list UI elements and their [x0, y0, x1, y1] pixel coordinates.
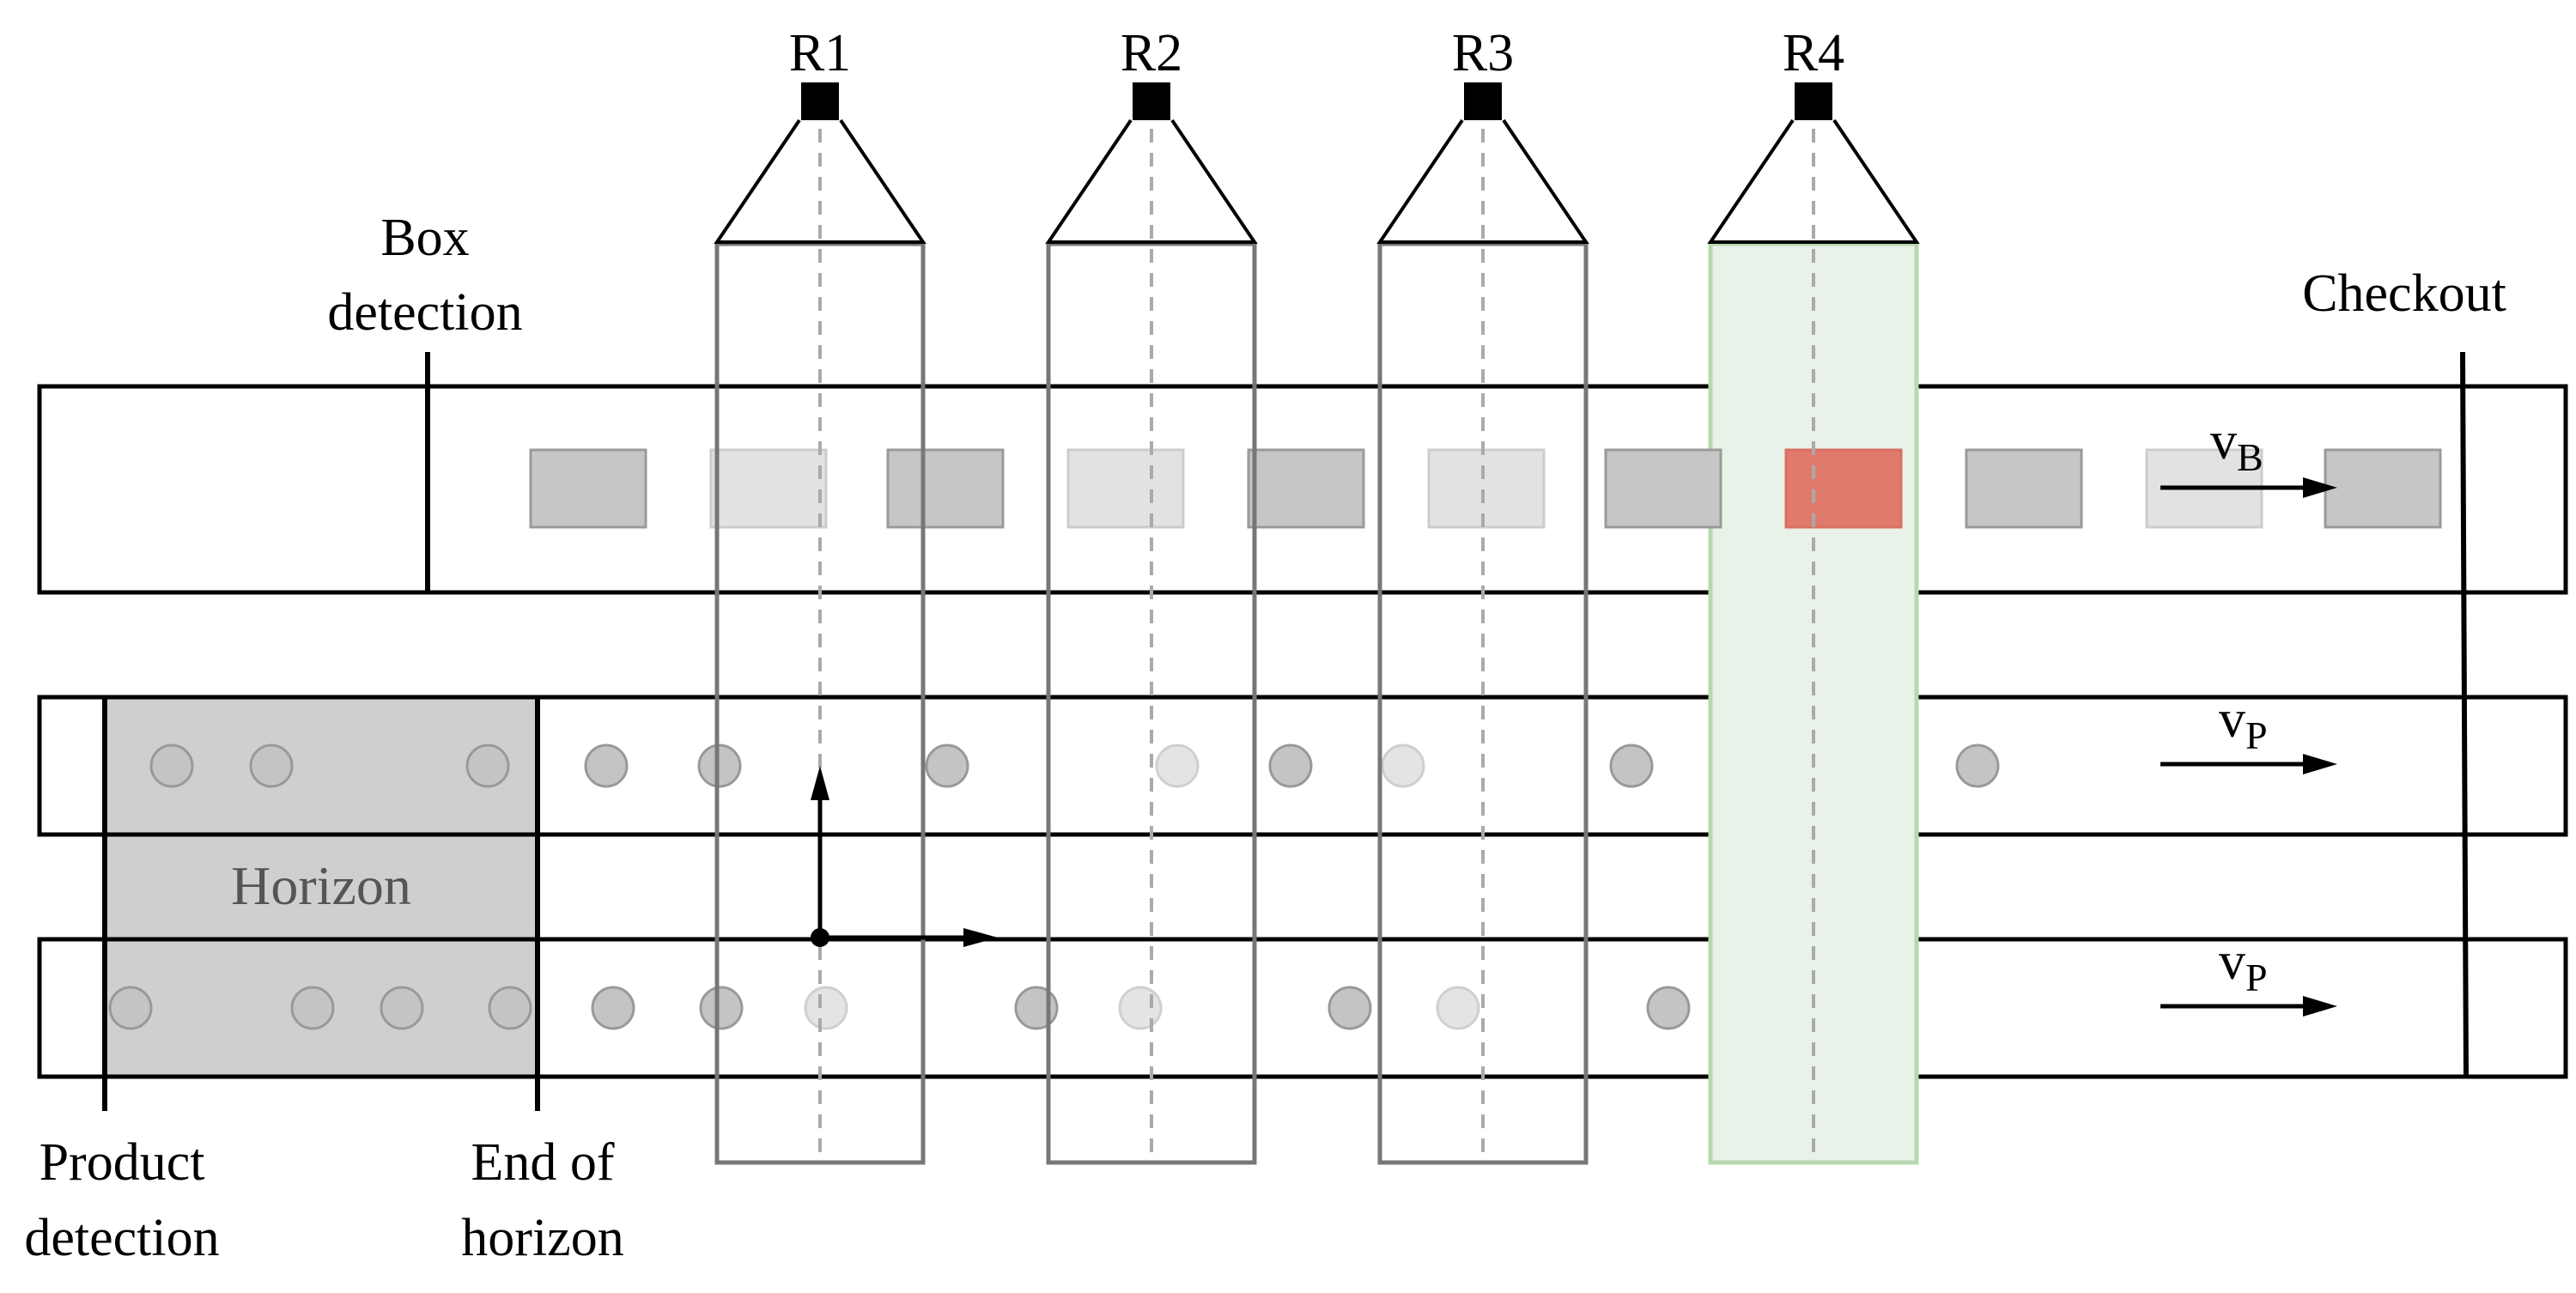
coordinate-axes [811, 766, 998, 947]
product [1268, 744, 1313, 788]
checkout-line [2460, 351, 2469, 1079]
product-bottom-velocity-subscript: P [2245, 956, 2268, 999]
product-conveyor-top [37, 695, 2568, 837]
robot-label: R2 [1121, 24, 1182, 82]
robot-reach-cone [1707, 118, 1920, 244]
product [1609, 744, 1654, 788]
robot-head [1133, 82, 1170, 120]
product-top-velocity-base: v [2219, 690, 2245, 749]
box-velocity-arrowhead [2303, 477, 2337, 498]
robot-label: R4 [1783, 24, 1844, 82]
robot-head [801, 82, 839, 120]
robot-label: R1 [789, 24, 851, 82]
boundary-lines [102, 351, 2469, 1111]
robot-r2: R2 [1045, 24, 1258, 1165]
box [529, 448, 647, 529]
box-conveyor [37, 384, 2568, 595]
product-top-velocity-subscript: P [2245, 713, 2268, 757]
product-bottom-velocity-arrowhead [2303, 996, 2337, 1017]
product [249, 744, 294, 788]
product [1381, 744, 1425, 788]
box-velocity-subscript: B [2237, 435, 2263, 479]
product [804, 986, 848, 1030]
product [1014, 986, 1059, 1030]
axes-origin [811, 928, 829, 947]
box-detection-label-line1: Box [380, 209, 469, 267]
product-conveyor-bottom [37, 937, 2568, 1079]
products [108, 744, 2000, 1030]
product-detection-label-line2: detection [24, 1209, 219, 1267]
robot-r3: R3 [1376, 24, 1589, 1165]
product [1436, 986, 1480, 1030]
conveyor-belts [37, 384, 2568, 1079]
product [290, 986, 335, 1030]
product-bottom-velocity-label: vP [2219, 932, 2268, 999]
product [149, 744, 194, 788]
box [709, 448, 828, 529]
robot-r1: R1 [714, 24, 927, 1165]
product [925, 744, 969, 788]
box [1066, 448, 1185, 529]
product [697, 744, 742, 788]
checkout-label: Checkout [2302, 264, 2506, 323]
robot-reach-cone [714, 118, 927, 244]
robot-label: R3 [1452, 24, 1514, 82]
boxes [529, 448, 2442, 529]
robot-reach-cone [1045, 118, 1258, 244]
horizon-label: Horizon [231, 855, 411, 916]
box-velocity-label: vB [2210, 412, 2263, 479]
product [1955, 744, 2000, 788]
target-box [1784, 448, 1903, 529]
product [591, 986, 635, 1030]
robots: R1 R2 R3 R4 [714, 24, 1920, 1165]
product-top-velocity-label: vP [2219, 690, 2268, 757]
x-axis-arrowhead [963, 928, 998, 947]
velocity-arrows [2160, 477, 2337, 1017]
box [886, 448, 1005, 529]
box [1965, 448, 2083, 529]
product-top-velocity-arrowhead [2303, 754, 2337, 774]
product-bottom-velocity-base: v [2219, 932, 2245, 991]
robot-head [1795, 82, 1832, 120]
box-detection-label-line2: detection [327, 283, 522, 342]
product [584, 744, 629, 788]
product [1118, 986, 1163, 1030]
end-of-horizon-label-line1: End of [471, 1133, 614, 1192]
box [1247, 448, 1365, 529]
product [380, 986, 424, 1030]
box [1427, 448, 1546, 529]
product-detection-label-line1: Product [39, 1133, 205, 1192]
product [108, 986, 153, 1030]
robot-r4: R4 [1707, 24, 1920, 1159]
box [1604, 448, 1722, 529]
product [699, 986, 744, 1030]
product [1155, 744, 1200, 788]
robot-reach-cone [1376, 118, 1589, 244]
product [488, 986, 532, 1030]
end-of-horizon-label-line2: horizon [461, 1209, 623, 1267]
product [465, 744, 510, 788]
box-velocity-base: v [2210, 412, 2237, 470]
box [2324, 448, 2442, 529]
y-axis-arrowhead [811, 766, 829, 800]
product [1646, 986, 1691, 1030]
robot-head [1464, 82, 1502, 120]
product [1327, 986, 1372, 1030]
